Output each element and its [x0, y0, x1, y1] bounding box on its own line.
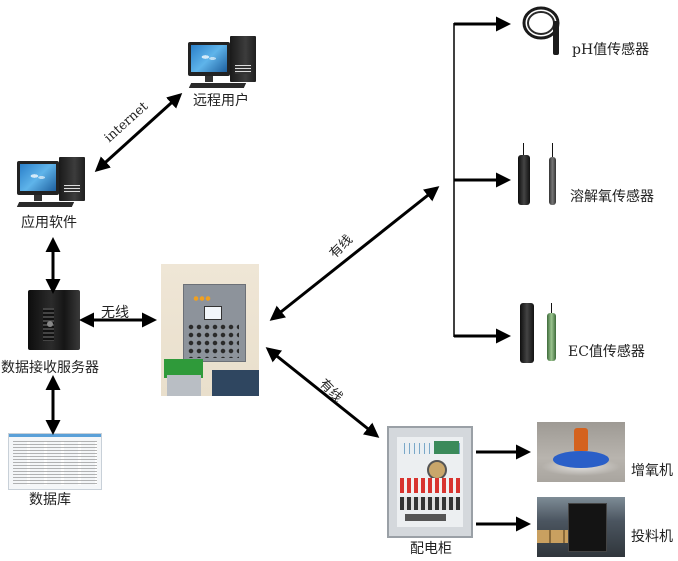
server-tower-icon [28, 290, 80, 350]
edge-label-wireless: 无线 [101, 305, 129, 321]
server-label: 数据接收服务器 [1, 360, 99, 376]
ph-sensor-label: pH值传感器 [572, 42, 650, 58]
ec-probe-icon [520, 303, 565, 365]
feeder-photo [537, 497, 625, 557]
edge-label-wired-sensors: 有线 [326, 232, 356, 262]
edge-wired-sensors [269, 186, 440, 321]
lcd-display [204, 306, 222, 321]
database-label: 数据库 [29, 492, 71, 508]
database-table-icon [8, 433, 102, 490]
edge-label-internet: internet [101, 99, 152, 146]
remote-user-computer [180, 36, 270, 92]
indicator-lights [193, 295, 211, 301]
do-sensor-label: 溶解氧传感器 [570, 189, 654, 205]
app-software-computer [12, 155, 102, 211]
ph-probe-icon [519, 3, 569, 58]
cabinet-label: 配电柜 [410, 541, 452, 557]
app-software-label: 应用软件 [21, 215, 77, 231]
power-cabinet-photo [387, 426, 473, 538]
aerator-label: 增氧机 [631, 463, 673, 479]
remote-user-label: 远程用户 [193, 93, 249, 109]
aerator-photo [537, 422, 625, 482]
control-buttons [187, 323, 240, 358]
edge-label-wired-cabinet: 有线 [316, 376, 346, 406]
ec-sensor-label: EC值传感器 [568, 344, 645, 360]
control-panel-photo [161, 264, 259, 396]
do-probe-icon [515, 143, 565, 208]
feeder-label: 投料机 [631, 529, 673, 545]
